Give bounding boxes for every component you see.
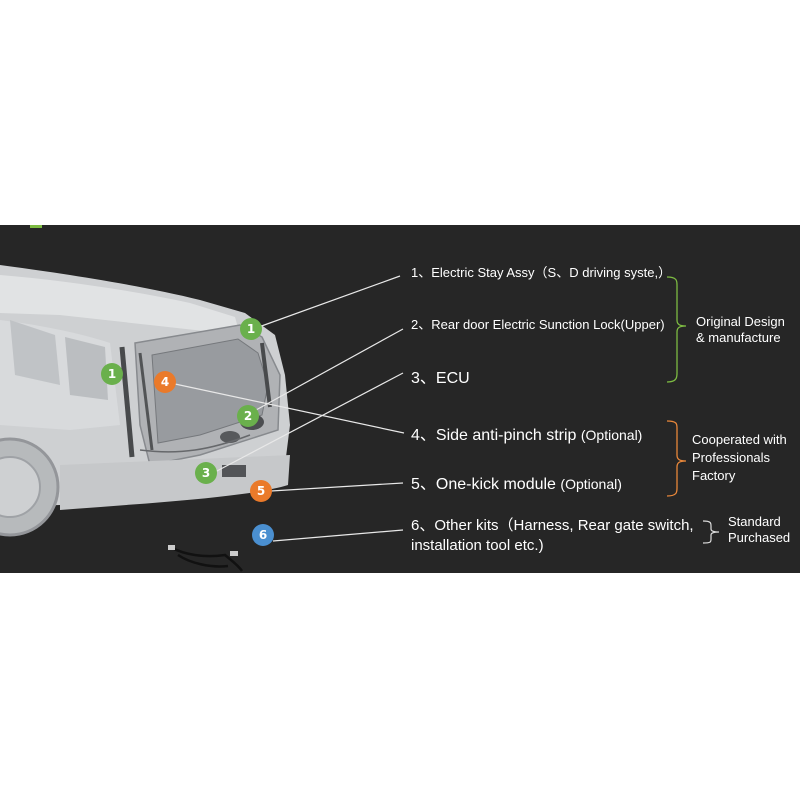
car-illustration — [0, 265, 720, 572]
item-6-text: Other kits（Harness, Rear gate switch, — [434, 517, 694, 534]
badge-5-icon: 5 — [250, 480, 272, 502]
item-1-num: 1、 — [411, 265, 432, 280]
item-3-num: 3、 — [411, 370, 436, 387]
item-5-note: (Optional) — [560, 476, 622, 492]
group-3-line-2: Purchased — [728, 530, 791, 545]
item-2-text: Rear door Electric Sunction Lock(Upper) — [431, 317, 665, 332]
badge-2-icon: 2 — [237, 405, 259, 427]
item-5-num: 5、 — [411, 476, 436, 493]
bracket-standard — [702, 520, 720, 544]
item-3-text: ECU — [435, 370, 470, 387]
item-4-label: 4、Side anti-pinch strip (Optional) — [411, 421, 642, 445]
item-2-num: 2、 — [411, 317, 432, 332]
bracket-cooperated — [666, 420, 687, 497]
group-original-design: Original Design & manufacture — [696, 314, 785, 346]
bracket-original — [666, 276, 687, 383]
badge-6-icon: 6 — [252, 524, 274, 546]
accent-mark — [30, 225, 42, 228]
item-4-note: (Optional) — [580, 427, 643, 443]
item-4-num: 4、 — [411, 427, 436, 444]
group-3-line-1: Standard — [728, 514, 781, 529]
item-3-label: 3、ECU — [411, 364, 470, 388]
item-1-label: 1、Electric Stay Assy（S、D driving syste,） — [411, 262, 671, 281]
group-2-line-2: Professionals — [692, 450, 771, 465]
group-2-line-3: Factory — [692, 468, 736, 483]
item-5-label: 5、One-kick module (Optional) — [411, 470, 622, 494]
badge-4-icon: 4 — [154, 371, 176, 393]
item-6-text-line2: installation tool etc.) — [411, 537, 544, 554]
car-body — [0, 265, 290, 537]
group-cooperated: Cooperated with Professionals Factory — [692, 431, 787, 485]
harness-kit — [168, 545, 244, 572]
item-6-label: 6、Other kits（Harness, Rear gate switch, … — [411, 516, 694, 556]
leader-lines — [174, 275, 405, 542]
item-4-text: Side anti-pinch strip — [435, 427, 577, 444]
group-1-line-2: & manufacture — [696, 330, 781, 345]
group-2-line-1: Cooperated with — [692, 432, 787, 447]
badge-3-icon: 3 — [195, 462, 217, 484]
badge-1-icon: 1 — [101, 363, 123, 385]
item-1-text: Electric Stay Assy（S、D driving syste,） — [431, 265, 672, 280]
group-standard: Standard Purchased — [728, 514, 790, 546]
badge-1-icon: 1 — [240, 318, 262, 340]
item-6-num: 6、 — [411, 517, 435, 534]
diagram-panel: 1 1 2 3 4 5 6 1、Electric Stay Assy（S、D d… — [0, 225, 800, 573]
group-1-line-1: Original Design — [696, 314, 785, 329]
item-5-text: One-kick module — [435, 476, 556, 493]
item-2-label: 2、Rear door Electric Sunction Lock(Upper… — [411, 314, 665, 333]
